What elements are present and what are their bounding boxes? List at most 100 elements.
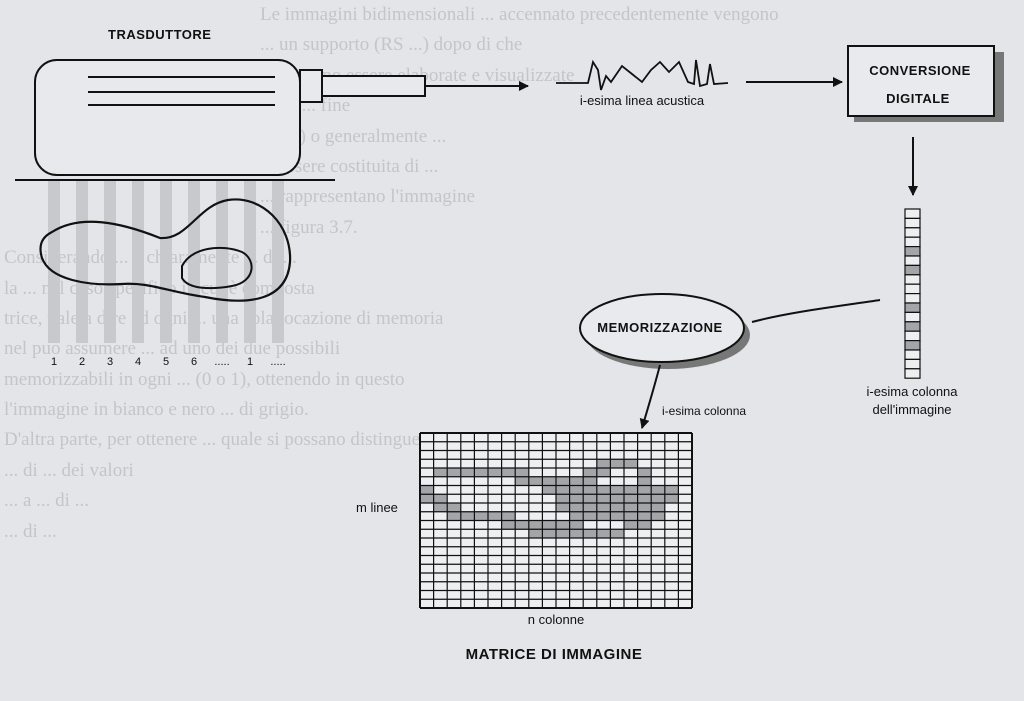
matrix-filled-cell <box>569 503 584 512</box>
matrix-filled-cell <box>637 511 652 521</box>
matrix-filled-cell <box>596 503 611 512</box>
column-strip-cell <box>904 208 921 219</box>
matrix-filled-cell <box>651 503 665 512</box>
matrix-filled-cell <box>542 476 556 486</box>
column-strip-cell <box>904 264 921 276</box>
transducer-probe <box>34 59 426 176</box>
matrix-filled-cell <box>542 529 556 538</box>
scan-line-bar <box>216 181 228 343</box>
column-strip-cell <box>904 255 921 266</box>
matrix-filled-cell <box>556 520 570 530</box>
scan-line-number: 2 <box>78 356 86 368</box>
matrix-filled-cell <box>528 476 543 486</box>
matrix-filled-cell <box>433 494 448 503</box>
matrix-filled-cell <box>569 476 584 486</box>
matrix-filled-cell <box>664 494 679 503</box>
matrix-filled-cell <box>501 520 516 530</box>
matrix-filled-cell <box>610 485 624 495</box>
matrix-filled-cell <box>515 520 529 530</box>
scan-line-number: 3 <box>106 356 114 368</box>
matrix-filled-cell <box>542 520 556 530</box>
conversion-box <box>847 45 995 117</box>
matrix-filled-cell <box>610 529 624 538</box>
matrix-filled-cell <box>624 511 638 521</box>
scan-line-number: ..... <box>270 356 286 368</box>
matrix-filled-cell <box>624 494 638 503</box>
matrix-filled-cell <box>596 511 611 521</box>
matrix-filled-cell <box>569 529 584 538</box>
matrix-filled-cell <box>501 468 516 477</box>
column-strip-cell <box>904 227 921 238</box>
matrix-filled-cell <box>542 485 556 495</box>
scan-line-number: 6 <box>190 356 198 368</box>
image-column-label-line1: i-esima colonna <box>866 384 958 399</box>
column-strip-cell <box>904 330 921 342</box>
column-strip-cell <box>904 358 921 370</box>
matrix-filled-cell <box>596 529 611 538</box>
matrix-filled-cell <box>651 511 665 521</box>
matrix-filled-cell <box>583 476 597 486</box>
matrix-filled-cell <box>556 529 570 538</box>
matrix-filled-cell <box>488 468 502 477</box>
matrix-filled-cell <box>583 503 597 512</box>
matrix-filled-cell <box>433 503 448 512</box>
matrix-filled-cell <box>528 529 543 538</box>
column-strip-cell <box>904 274 921 285</box>
matrix-filled-cell <box>637 476 652 486</box>
column-strip-cell <box>904 349 921 360</box>
matrix-filled-cell <box>596 494 611 503</box>
matrix-filled-cell <box>651 485 665 495</box>
column-strip-cell <box>904 311 921 323</box>
scan-line-number: 1 <box>246 356 254 368</box>
acoustic-line-waveform <box>556 59 729 91</box>
image-matrix-title: MATRICE DI IMMAGINE <box>465 646 643 663</box>
matrix-filled-cell <box>596 468 611 477</box>
matrix-filled-cell <box>501 511 516 521</box>
matrix-filled-cell <box>569 511 584 521</box>
matrix-filled-cell <box>583 529 597 538</box>
column-strip-cell <box>904 283 921 295</box>
m-lines-label: m linee <box>356 500 398 515</box>
scan-line-number: 5 <box>162 356 170 368</box>
matrix-filled-cell <box>610 459 624 468</box>
matrix-filled-cell <box>460 511 475 521</box>
matrix-filled-cell <box>420 485 434 495</box>
column-strip-cell <box>904 368 921 379</box>
matrix-column-arrow-label: i-esima colonna <box>662 404 747 418</box>
matrix-filled-cell <box>447 468 461 477</box>
matrix-filled-cell <box>637 520 652 530</box>
scan-line-bar <box>104 181 116 343</box>
matrix-filled-cell <box>637 468 652 477</box>
matrix-filled-cell <box>460 468 475 477</box>
scan-line-bar <box>272 181 284 343</box>
conversion-label-line2: DIGITALE <box>886 91 950 106</box>
matrix-filled-cell <box>488 511 502 521</box>
scan-lines <box>48 181 284 343</box>
matrix-filled-cell <box>624 503 638 512</box>
matrix-filled-cell <box>624 485 638 495</box>
acoustic-line-label: i-esima linea acustica <box>579 93 705 108</box>
column-strip-cell <box>904 340 921 351</box>
matrix-filled-cell <box>447 511 461 521</box>
matrix-filled-cell <box>596 485 611 495</box>
scan-line-number: 1 <box>50 356 58 368</box>
matrix-filled-cell <box>556 485 570 495</box>
arrow-to-matrix-column <box>639 364 661 429</box>
matrix-filled-cell <box>515 476 529 486</box>
scan-line-bar <box>132 181 144 343</box>
matrix-filled-cell <box>515 468 529 477</box>
image-matrix <box>419 432 693 609</box>
matrix-filled-cell <box>583 485 597 495</box>
memorization-ellipse <box>579 293 745 363</box>
matrix-filled-cell <box>474 468 488 477</box>
matrix-filled-cell <box>474 511 488 521</box>
matrix-filled-cell <box>610 511 624 521</box>
image-column-label-line2: dell'immagine <box>872 402 952 417</box>
matrix-filled-cell <box>569 520 584 530</box>
matrix-filled-cell <box>664 485 679 495</box>
conversion-label-line1: CONVERSIONE <box>869 63 971 78</box>
n-columns-label: n colonne <box>527 612 585 627</box>
transducer-label: TRASDUTTORE <box>108 27 212 42</box>
matrix-filled-cell <box>583 494 597 503</box>
matrix-filled-cell <box>610 503 624 512</box>
